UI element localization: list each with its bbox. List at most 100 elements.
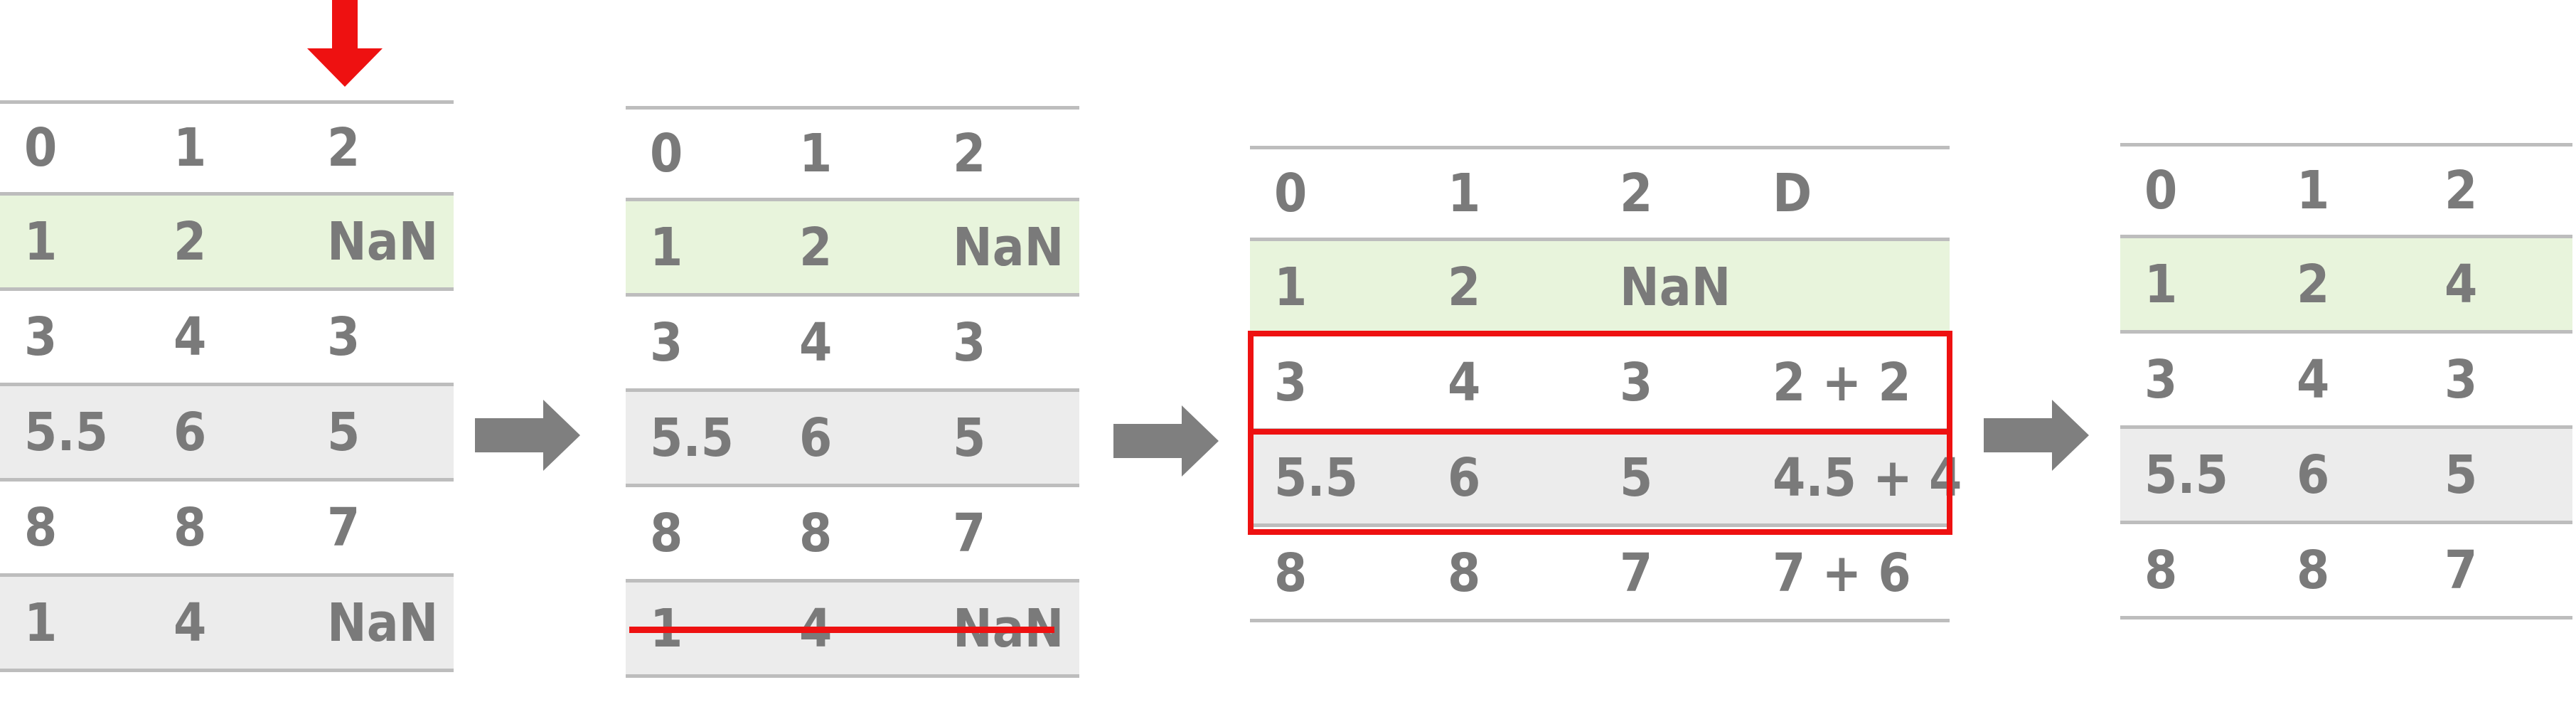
- table-drop-row: 0 1 2 1 2 NaN 3 4 3 5.5 6 5 8 8 7 1 4 Na…: [626, 106, 1079, 678]
- cell: 1: [799, 123, 833, 184]
- cell: 4: [173, 592, 207, 654]
- cell: 5: [327, 401, 360, 463]
- table-row: 5.5 6 5: [0, 386, 454, 482]
- cell: 4: [1448, 351, 1481, 413]
- table-row: 8 8 7: [0, 482, 454, 577]
- cell: NaN: [327, 592, 439, 654]
- cell: 1: [2144, 253, 2178, 315]
- table-row: 1 4 NaN: [0, 577, 454, 672]
- cell: 2: [2297, 253, 2330, 315]
- cell: 5: [2444, 444, 2478, 506]
- cell: 1: [24, 211, 58, 272]
- cell: 4: [2297, 349, 2330, 410]
- cell: 0: [24, 117, 58, 179]
- cell: 0: [2144, 160, 2178, 221]
- cell: 8: [1448, 542, 1481, 604]
- table-result: 0 1 2 1 2 4 3 4 3 5.5 6 5 8 8 7: [2120, 143, 2572, 619]
- table-row: 8 8 7: [626, 487, 1079, 583]
- table-header-row: 0 1 2: [626, 106, 1079, 201]
- cell: 3: [650, 312, 683, 373]
- cell: 3: [2144, 349, 2178, 410]
- cell: 1: [1274, 256, 1308, 318]
- cell: 8: [650, 502, 683, 564]
- cell: NaN: [327, 211, 439, 272]
- cell: 8: [24, 496, 58, 558]
- table-header-row: 0 1 2 D: [1250, 146, 1950, 241]
- cell: 2: [1448, 256, 1481, 318]
- cell: 7 + 6: [1773, 542, 1911, 604]
- cell: 0: [1274, 163, 1308, 224]
- cell: 1: [1448, 163, 1481, 224]
- cell: 2: [799, 216, 833, 278]
- table-row: 8 8 7: [2120, 524, 2572, 619]
- cell: 5.5: [2144, 444, 2228, 506]
- cell: 3: [953, 312, 986, 373]
- cell: 3: [327, 306, 360, 368]
- cell: 8: [2297, 539, 2330, 601]
- cell: 6: [173, 401, 207, 463]
- highlight-box-row-3: [1248, 331, 1952, 435]
- table-header-row: 0 1 2: [2120, 143, 2572, 238]
- cell: 3: [2444, 349, 2478, 410]
- table-row: 5.5 6 5: [2120, 429, 2572, 524]
- cell: 6: [2297, 444, 2330, 506]
- cell: 4.5 + 4: [1773, 447, 1962, 509]
- cell: 2: [2444, 160, 2478, 221]
- cell: 2: [327, 117, 360, 179]
- cell: D: [1773, 163, 1812, 224]
- cell: 4: [173, 306, 207, 368]
- cell: 7: [953, 502, 986, 564]
- table-row: 1 2 4: [2120, 238, 2572, 334]
- cell: 3: [1620, 351, 1653, 413]
- cell: 8: [1274, 542, 1308, 604]
- cell: 5: [953, 407, 986, 469]
- cell: 1: [650, 216, 683, 278]
- cell: 1: [173, 117, 207, 179]
- table-row: 1 2 NaN: [626, 201, 1079, 297]
- cell: 3: [1274, 351, 1308, 413]
- table-original: 0 1 2 1 2 NaN 3 4 3 5.5 6 5 8 8 7 1 4 Na…: [0, 100, 454, 672]
- cell: 2: [1620, 163, 1653, 224]
- cell: 1: [24, 592, 58, 654]
- strikethrough-line: [629, 627, 1054, 633]
- cell: 4: [2444, 253, 2478, 315]
- cell: 8: [799, 502, 833, 564]
- right-arrow-icon: [1113, 405, 1219, 477]
- down-arrow-icon: [307, 0, 383, 87]
- cell: 5.5: [24, 401, 108, 463]
- cell: 5: [1620, 447, 1653, 509]
- cell: 7: [327, 496, 360, 558]
- cell: 2 + 2: [1773, 351, 1911, 413]
- cell: NaN: [953, 216, 1064, 278]
- right-arrow-icon: [475, 400, 580, 471]
- highlight-box-row-5-5: [1248, 429, 1952, 535]
- cell: NaN: [1620, 256, 1731, 318]
- cell: 4: [799, 312, 833, 373]
- right-arrow-icon: [1984, 400, 2089, 471]
- cell: 6: [799, 407, 833, 469]
- cell: 6: [1448, 447, 1481, 509]
- table-row: 3 4 3: [2120, 334, 2572, 429]
- cell: 8: [2144, 539, 2178, 601]
- table-row: 5.5 6 5 4.5 + 4: [1250, 432, 1962, 527]
- table-header-row: 0 1 2: [0, 100, 454, 196]
- cell: 2: [173, 211, 207, 272]
- cell: 1: [2297, 160, 2330, 221]
- cell: 0: [650, 123, 683, 184]
- cell: 3: [24, 306, 58, 368]
- table-row: 1 2 NaN: [1250, 241, 1950, 336]
- cell: 7: [1620, 542, 1653, 604]
- cell: 5.5: [650, 407, 734, 469]
- table-row: 1 2 NaN: [0, 196, 454, 291]
- cell: 8: [173, 496, 207, 558]
- table-with-column-d: 0 1 2 D 1 2 NaN 3 4 3 2 + 2 5.5 6 5 4.5 …: [1250, 146, 1962, 622]
- table-row-dropped: 1 4 NaN: [626, 583, 1079, 678]
- table-row: 3 4 3 2 + 2: [1250, 336, 1950, 432]
- table-row: 8 8 7 7 + 6: [1250, 527, 1950, 622]
- cell: 7: [2444, 539, 2478, 601]
- table-row: 3 4 3: [0, 291, 454, 386]
- cell: 5.5: [1274, 447, 1358, 509]
- table-row: 5.5 6 5: [626, 392, 1079, 487]
- table-row: 3 4 3: [626, 297, 1079, 392]
- cell: 2: [953, 123, 986, 184]
